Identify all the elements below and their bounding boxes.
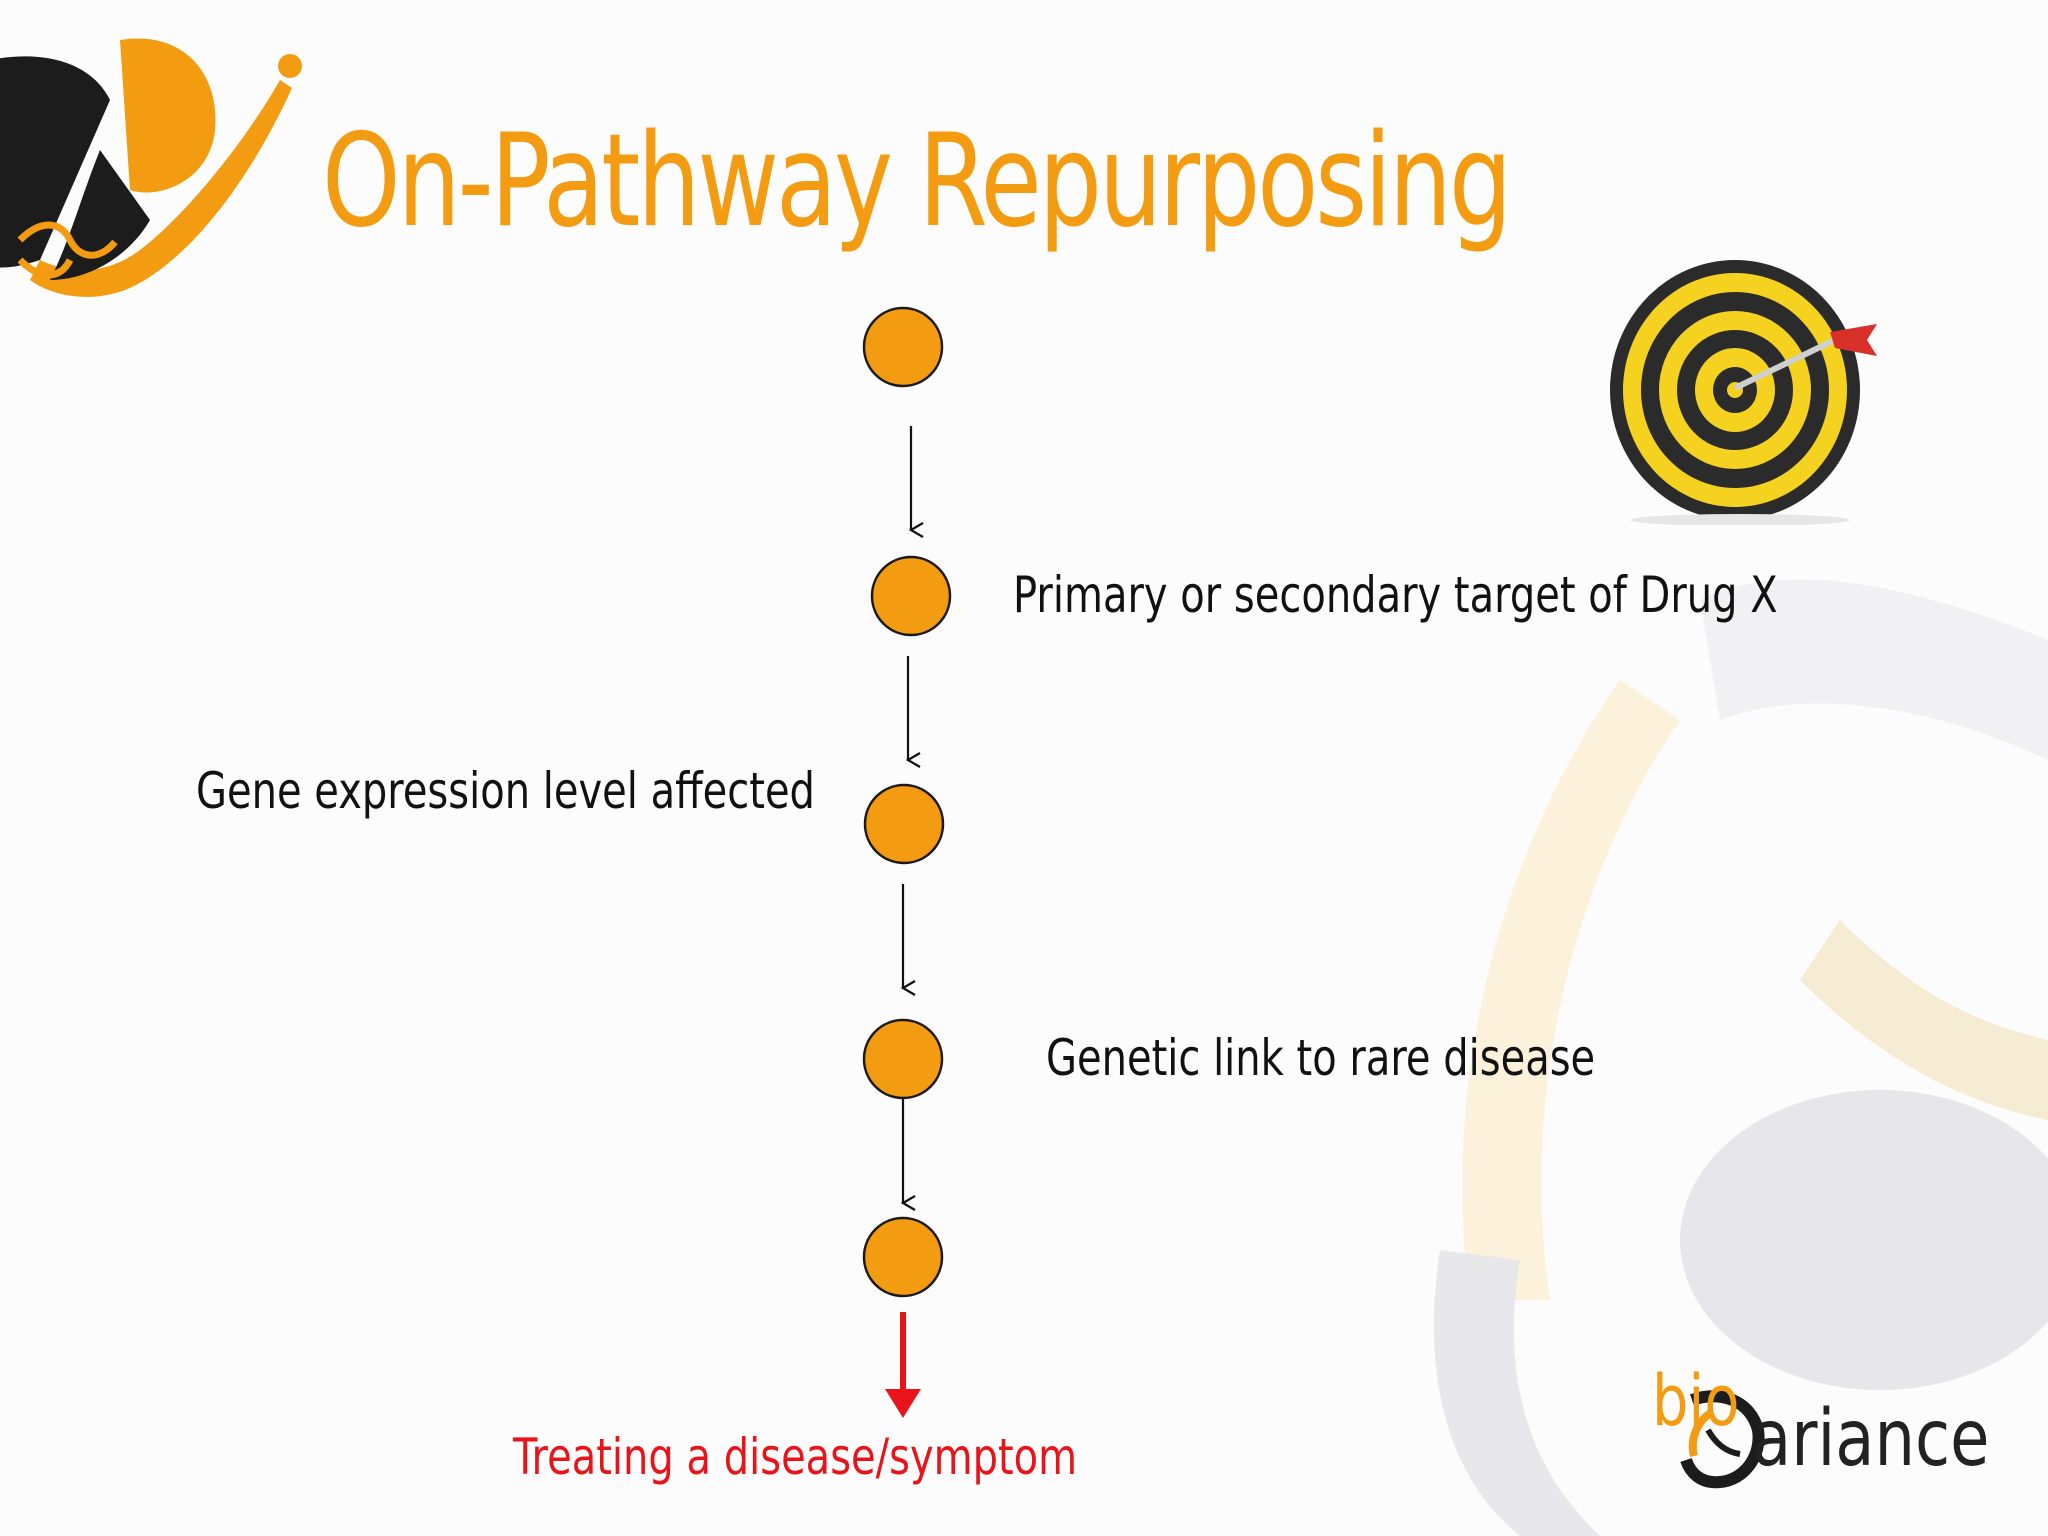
pathway-node-1 [862,306,944,388]
brand-prefix: bio [1652,1360,1740,1442]
dartboard-icon [1610,260,1877,525]
genetic-link-label: Genetic link to rare disease [1046,1029,1596,1087]
outcome-label: Treating a disease/symptom [513,1428,1078,1486]
pathway-arrows [885,426,921,1418]
brand-logo-mark [1680,1390,1765,1489]
pathway-node-4 [862,1018,944,1100]
pathway-node-3 [863,783,945,865]
pathway-nodes [862,306,952,1298]
biovariance-mark-icon [0,38,302,297]
expression-label: Gene expression level affected [196,762,815,820]
page-title: On-Pathway Repurposing [322,107,1512,256]
pathway-node-5 [862,1216,944,1298]
target-label: Primary or secondary target of Drug X [1013,566,1778,624]
outcome-arrow-head [885,1389,921,1418]
pathway-node-2 [870,555,952,637]
brand-suffix: ariance [1752,1394,1990,1484]
